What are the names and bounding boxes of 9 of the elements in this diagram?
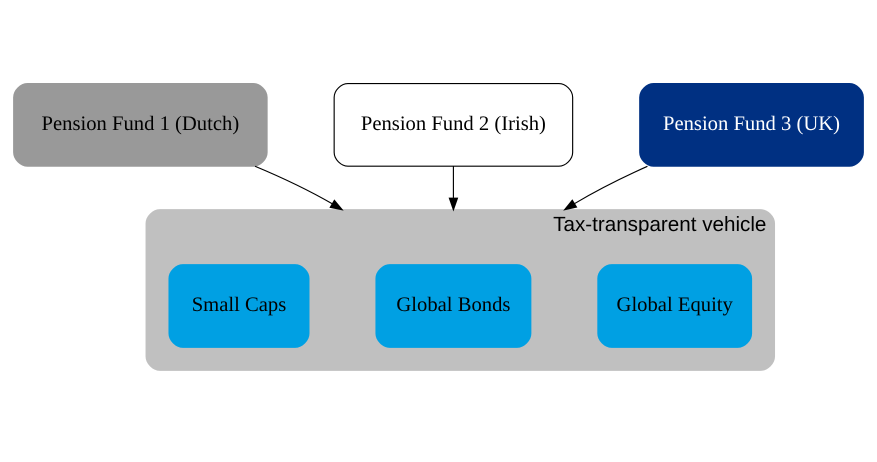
node-box: Pension Fund 3 (UK) bbox=[639, 82, 864, 166]
node-box: Small Caps bbox=[168, 264, 310, 348]
node-box: Pension Fund 2 (Irish) bbox=[334, 82, 574, 166]
arrow bbox=[254, 165, 344, 210]
node-box: Global Equity bbox=[597, 264, 752, 348]
arrow bbox=[563, 165, 648, 210]
arrow bbox=[448, 166, 458, 211]
node-box: Pension Fund 1 (Dutch) bbox=[13, 82, 268, 166]
node-box: Global Bonds bbox=[375, 264, 532, 348]
